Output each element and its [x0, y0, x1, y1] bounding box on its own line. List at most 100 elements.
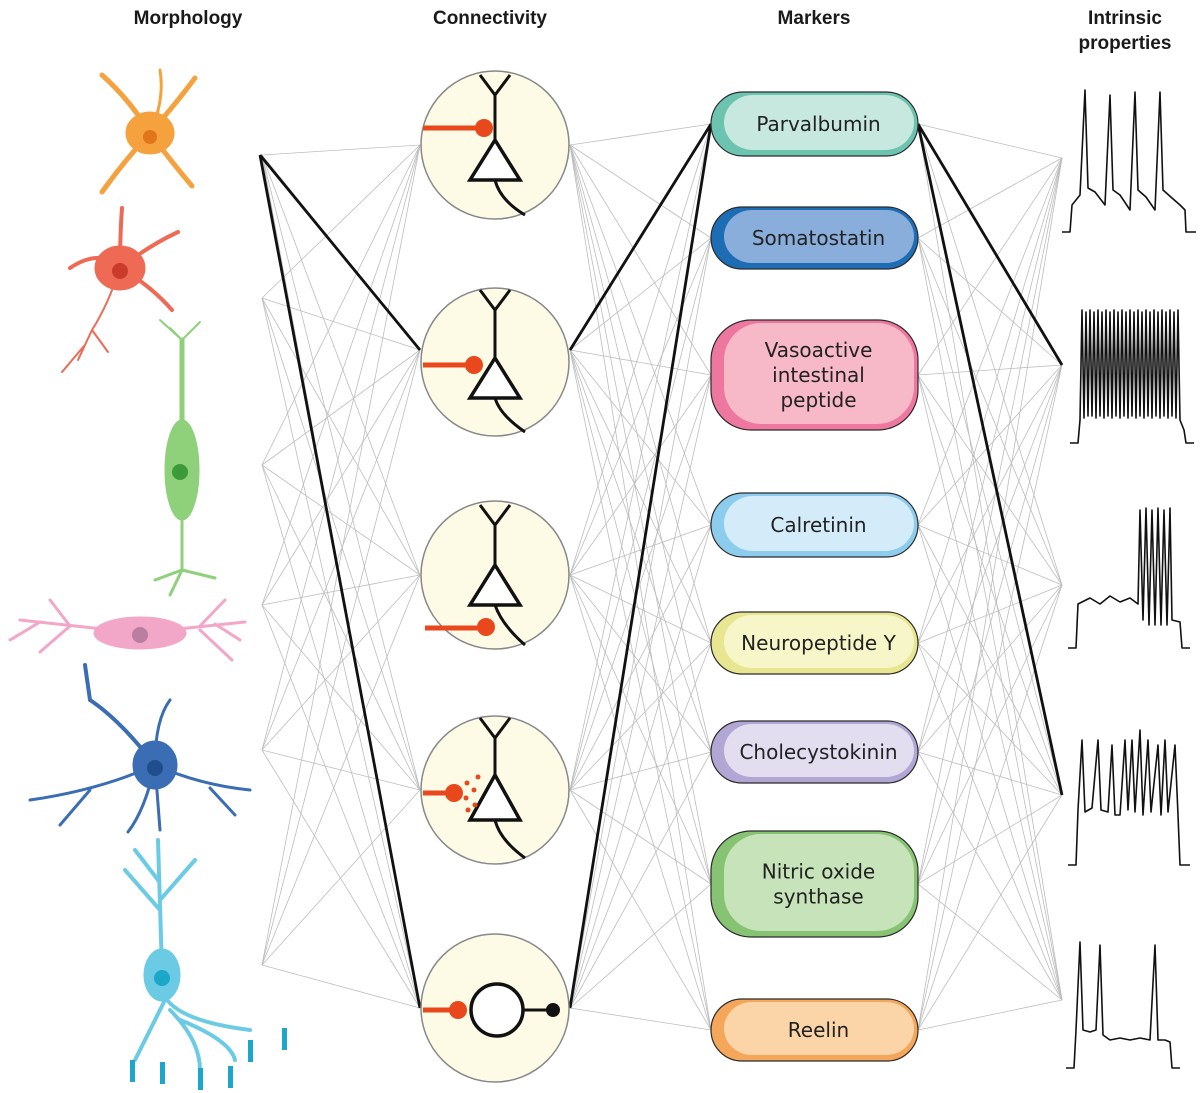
- marker-pill-fill: [724, 615, 914, 668]
- connection-line: [569, 524, 712, 1009]
- connection-line: [261, 464, 421, 1009]
- connection-line: [569, 349, 712, 526]
- connection-line: [917, 157, 1063, 239]
- orange-stellate-neuron: [99, 68, 198, 195]
- connection-line: [917, 157, 1063, 644]
- connection-line: [261, 297, 421, 576]
- connection-line: [569, 524, 712, 791]
- marker-label: Nitric oxide: [762, 860, 876, 884]
- markers-header: Markers: [778, 8, 851, 29]
- marker-label: Vasoactive: [765, 338, 873, 362]
- connection-line: [917, 237, 1063, 796]
- blue-multipolar-neuron: [28, 663, 252, 834]
- connection-line: [917, 123, 1063, 1001]
- marker-1: Parvalbumin: [710, 91, 919, 157]
- connection-line: [261, 349, 421, 606]
- marker-pill-fill: [724, 496, 914, 551]
- connection-line: [569, 123, 712, 576]
- connection-line: [569, 123, 712, 146]
- connection-line: [569, 574, 712, 644]
- connection-line: [917, 123, 1063, 586]
- marker-4: Calretinin: [710, 492, 919, 558]
- connection-line: [261, 349, 421, 466]
- connectivity-circle-1: [420, 70, 570, 220]
- marker-list: ParvalbuminSomatostatinVasoactiveintesti…: [710, 91, 919, 1062]
- connection-line: [917, 524, 1063, 796]
- morphology-header: Morphology: [134, 8, 243, 29]
- connection-line: [261, 297, 421, 791]
- highlighted-connections: [258, 123, 1064, 1009]
- red-multipolar-neuron: [61, 206, 180, 373]
- marker-label: peptide: [780, 388, 856, 412]
- connection-line: [917, 364, 1063, 885]
- marker-6: Cholecystokinin: [710, 720, 919, 784]
- connectivity-motifs: [420, 70, 570, 1083]
- connection-line: [917, 157, 1063, 376]
- connection-line: [261, 604, 421, 791]
- highlight-line: [916, 123, 1064, 366]
- marker-label: Calretinin: [770, 513, 866, 537]
- connectivity-circle-4: [420, 715, 570, 865]
- connection-line: [261, 144, 421, 299]
- connection-line: [261, 574, 421, 966]
- intrinsic-header-line1: Intrinsic: [1088, 8, 1162, 29]
- connection-line: [569, 374, 712, 791]
- highlight-line: [568, 123, 713, 1009]
- connection-line: [917, 642, 1063, 796]
- connection-line: [569, 789, 712, 1031]
- connection-line: [569, 237, 712, 576]
- connection-line: [569, 349, 712, 753]
- connection-network: [261, 123, 1063, 1031]
- morphology-neurons: [8, 68, 287, 1090]
- connection-line: [261, 604, 421, 1009]
- connection-line: [261, 464, 421, 791]
- firing-trace-4: [1068, 729, 1190, 866]
- connection-line: [569, 574, 712, 885]
- connection-line: [261, 789, 421, 966]
- marker-5: Neuropeptide Y: [710, 611, 919, 675]
- connection-line: [569, 144, 712, 753]
- connection-line: [261, 464, 421, 576]
- connection-line: [917, 237, 1063, 366]
- marker-8: Reelin: [710, 998, 919, 1062]
- connection-line: [917, 524, 1063, 586]
- connection-line: [261, 964, 421, 1009]
- connection-line: [569, 574, 712, 753]
- connection-line: [569, 789, 712, 885]
- connection-line: [917, 751, 1063, 1001]
- connection-line: [261, 144, 421, 606]
- marker-pill-fill: [724, 95, 914, 150]
- marker-pill-fill: [724, 323, 914, 424]
- connection-line: [261, 574, 421, 751]
- connection-line: [569, 751, 712, 791]
- connection-line: [569, 374, 712, 1009]
- connection-line: [261, 154, 421, 576]
- connection-line: [261, 144, 421, 966]
- connection-line: [569, 751, 712, 1009]
- marker-pill-fill: [724, 724, 914, 777]
- connection-line: [917, 123, 1063, 159]
- connection-line: [261, 749, 421, 1009]
- connection-line: [917, 374, 1063, 1001]
- connection-line: [261, 144, 421, 466]
- connection-line: [917, 157, 1063, 885]
- connection-line: [917, 794, 1063, 1031]
- connection-line: [569, 349, 712, 644]
- connection-line: [569, 144, 712, 526]
- marker-label: Neuropeptide Y: [741, 631, 896, 655]
- connection-line: [261, 144, 421, 156]
- connection-line: [569, 642, 712, 791]
- marker-pill-fill: [724, 834, 914, 931]
- connection-line: [261, 349, 421, 966]
- connection-line: [917, 237, 1063, 586]
- connection-line: [569, 237, 712, 351]
- connectivity-header: Connectivity: [433, 8, 547, 29]
- connection-line: [917, 237, 1063, 1001]
- connection-line: [569, 524, 712, 576]
- connectivity-circle-5: [420, 933, 570, 1083]
- connection-line: [917, 364, 1063, 644]
- connection-line: [569, 1007, 712, 1031]
- firing-traces: [1062, 89, 1196, 1069]
